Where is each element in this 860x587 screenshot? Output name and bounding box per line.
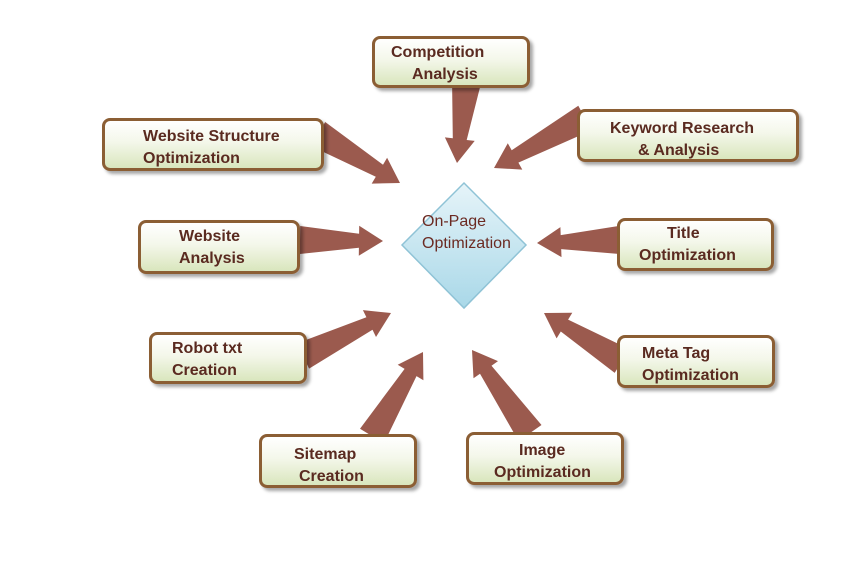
sitemap-line2: Creation [299,468,364,485]
center-label: On-Page Optimization [422,211,511,255]
robot-line1: Robot txt [172,340,243,357]
arrow-from-robot [296,310,391,369]
center-label-line2: Optimization [422,235,511,252]
center-label-line1: On-Page [422,213,487,230]
center-diamond [400,181,528,310]
website-line2: Analysis [179,250,245,267]
sitemap-line1: Sitemap [294,446,357,463]
arrow-from-keyword [494,105,592,170]
image-line1: Image [519,442,566,459]
sitemap-creation-box: Sitemap Creation [259,434,417,488]
keyword-line1: Keyword Research [610,120,755,137]
competition-line2: Analysis [412,66,478,83]
competition-analysis-box: Competition Analysis [372,36,530,88]
title-optimization-box: Title Optimization [617,218,774,271]
arrow-from-structure [310,122,400,184]
metatag-line1: Meta Tag [642,345,711,362]
arrow-from-title [537,226,620,258]
robot-txt-box: Robot txt Creation [149,332,307,384]
title-line1: Title [667,225,700,242]
arrow-from-sitemap [360,352,424,444]
website-analysis-box: Website Analysis [138,220,300,274]
arrow-from-competition [444,84,480,163]
arrow-from-website [299,225,383,256]
robot-line2: Creation [172,362,237,379]
structure-line2: Optimization [143,150,240,167]
title-line2: Optimization [639,247,736,264]
keyword-research-box: Keyword Research & Analysis [577,109,799,162]
image-optimization-box: Image Optimization [466,432,624,485]
image-line2: Optimization [494,464,591,481]
website-structure-box: Website Structure Optimization [102,118,324,171]
website-line1: Website [179,228,241,245]
metatag-line2: Optimization [642,367,739,384]
arrow-from-metatag [544,312,630,373]
keyword-line2: & Analysis [638,142,720,159]
competition-line1: Competition [391,44,485,61]
meta-tag-box: Meta Tag Optimization [617,335,775,388]
arrow-from-image [472,350,542,441]
structure-line1: Website Structure [143,128,280,145]
